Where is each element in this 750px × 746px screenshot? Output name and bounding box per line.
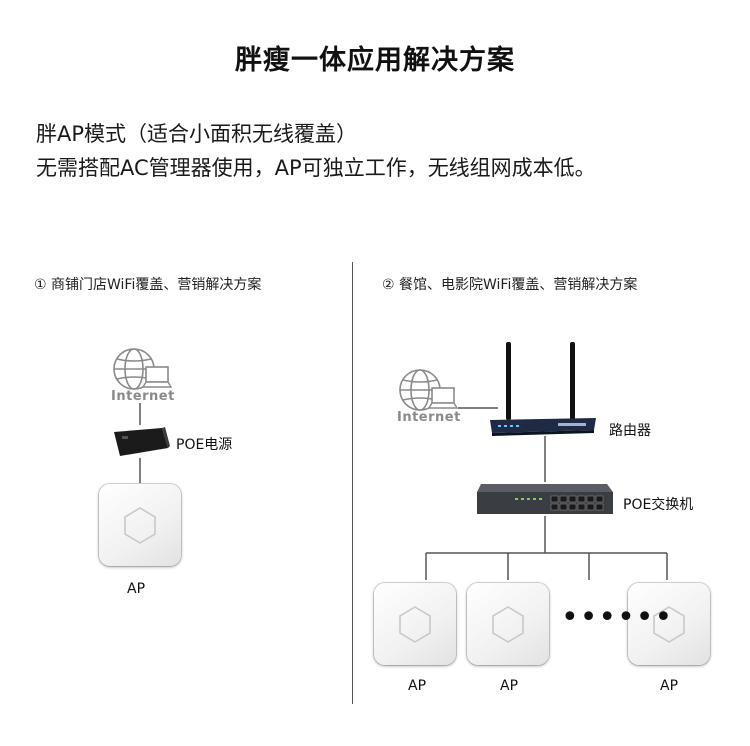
poe-switch-icon xyxy=(477,484,613,514)
right-ap-device-3 xyxy=(628,583,710,665)
router-label: 路由器 xyxy=(609,423,651,439)
right-ap-device-2 xyxy=(467,583,549,665)
right-ap-label-3: AP xyxy=(660,678,679,694)
internet-globe-icon xyxy=(399,369,459,411)
right-internet-text: Internet xyxy=(397,410,461,425)
hexagon-icon xyxy=(653,606,685,643)
left-ap-label: AP xyxy=(127,581,146,597)
right-ap-label-2: AP xyxy=(500,678,519,694)
description-line-2: 无需搭配AC管理器使用，AP可独立工作，无线组网成本低。 xyxy=(36,156,596,180)
right-ap-label-1: AP xyxy=(408,678,427,694)
right-ap-device-1 xyxy=(374,583,456,665)
hexagon-icon xyxy=(399,606,431,643)
hexagon-icon xyxy=(492,606,524,643)
left-section-heading: ① 商铺门店WiFi覆盖、营销解决方案 xyxy=(34,277,262,293)
page-title: 胖瘦一体应用解决方案 xyxy=(235,45,515,76)
right-section-heading: ② 餐馆、电影院WiFi覆盖、营销解决方案 xyxy=(382,277,638,293)
router-icon xyxy=(490,342,596,436)
poe-adapter-icon xyxy=(114,427,170,456)
section-divider xyxy=(352,262,353,704)
description-line-1: 胖AP模式（适合小面积无线覆盖） xyxy=(36,122,358,146)
left-internet-text: Internet xyxy=(111,389,175,404)
poe-power-label: POE电源 xyxy=(176,437,233,453)
left-ap-device xyxy=(99,484,181,566)
hexagon-icon xyxy=(124,507,156,544)
internet-globe-icon xyxy=(113,348,173,390)
more-devices-ellipsis: •••••• xyxy=(561,600,674,635)
poe-switch-label: POE交换机 xyxy=(623,497,694,513)
